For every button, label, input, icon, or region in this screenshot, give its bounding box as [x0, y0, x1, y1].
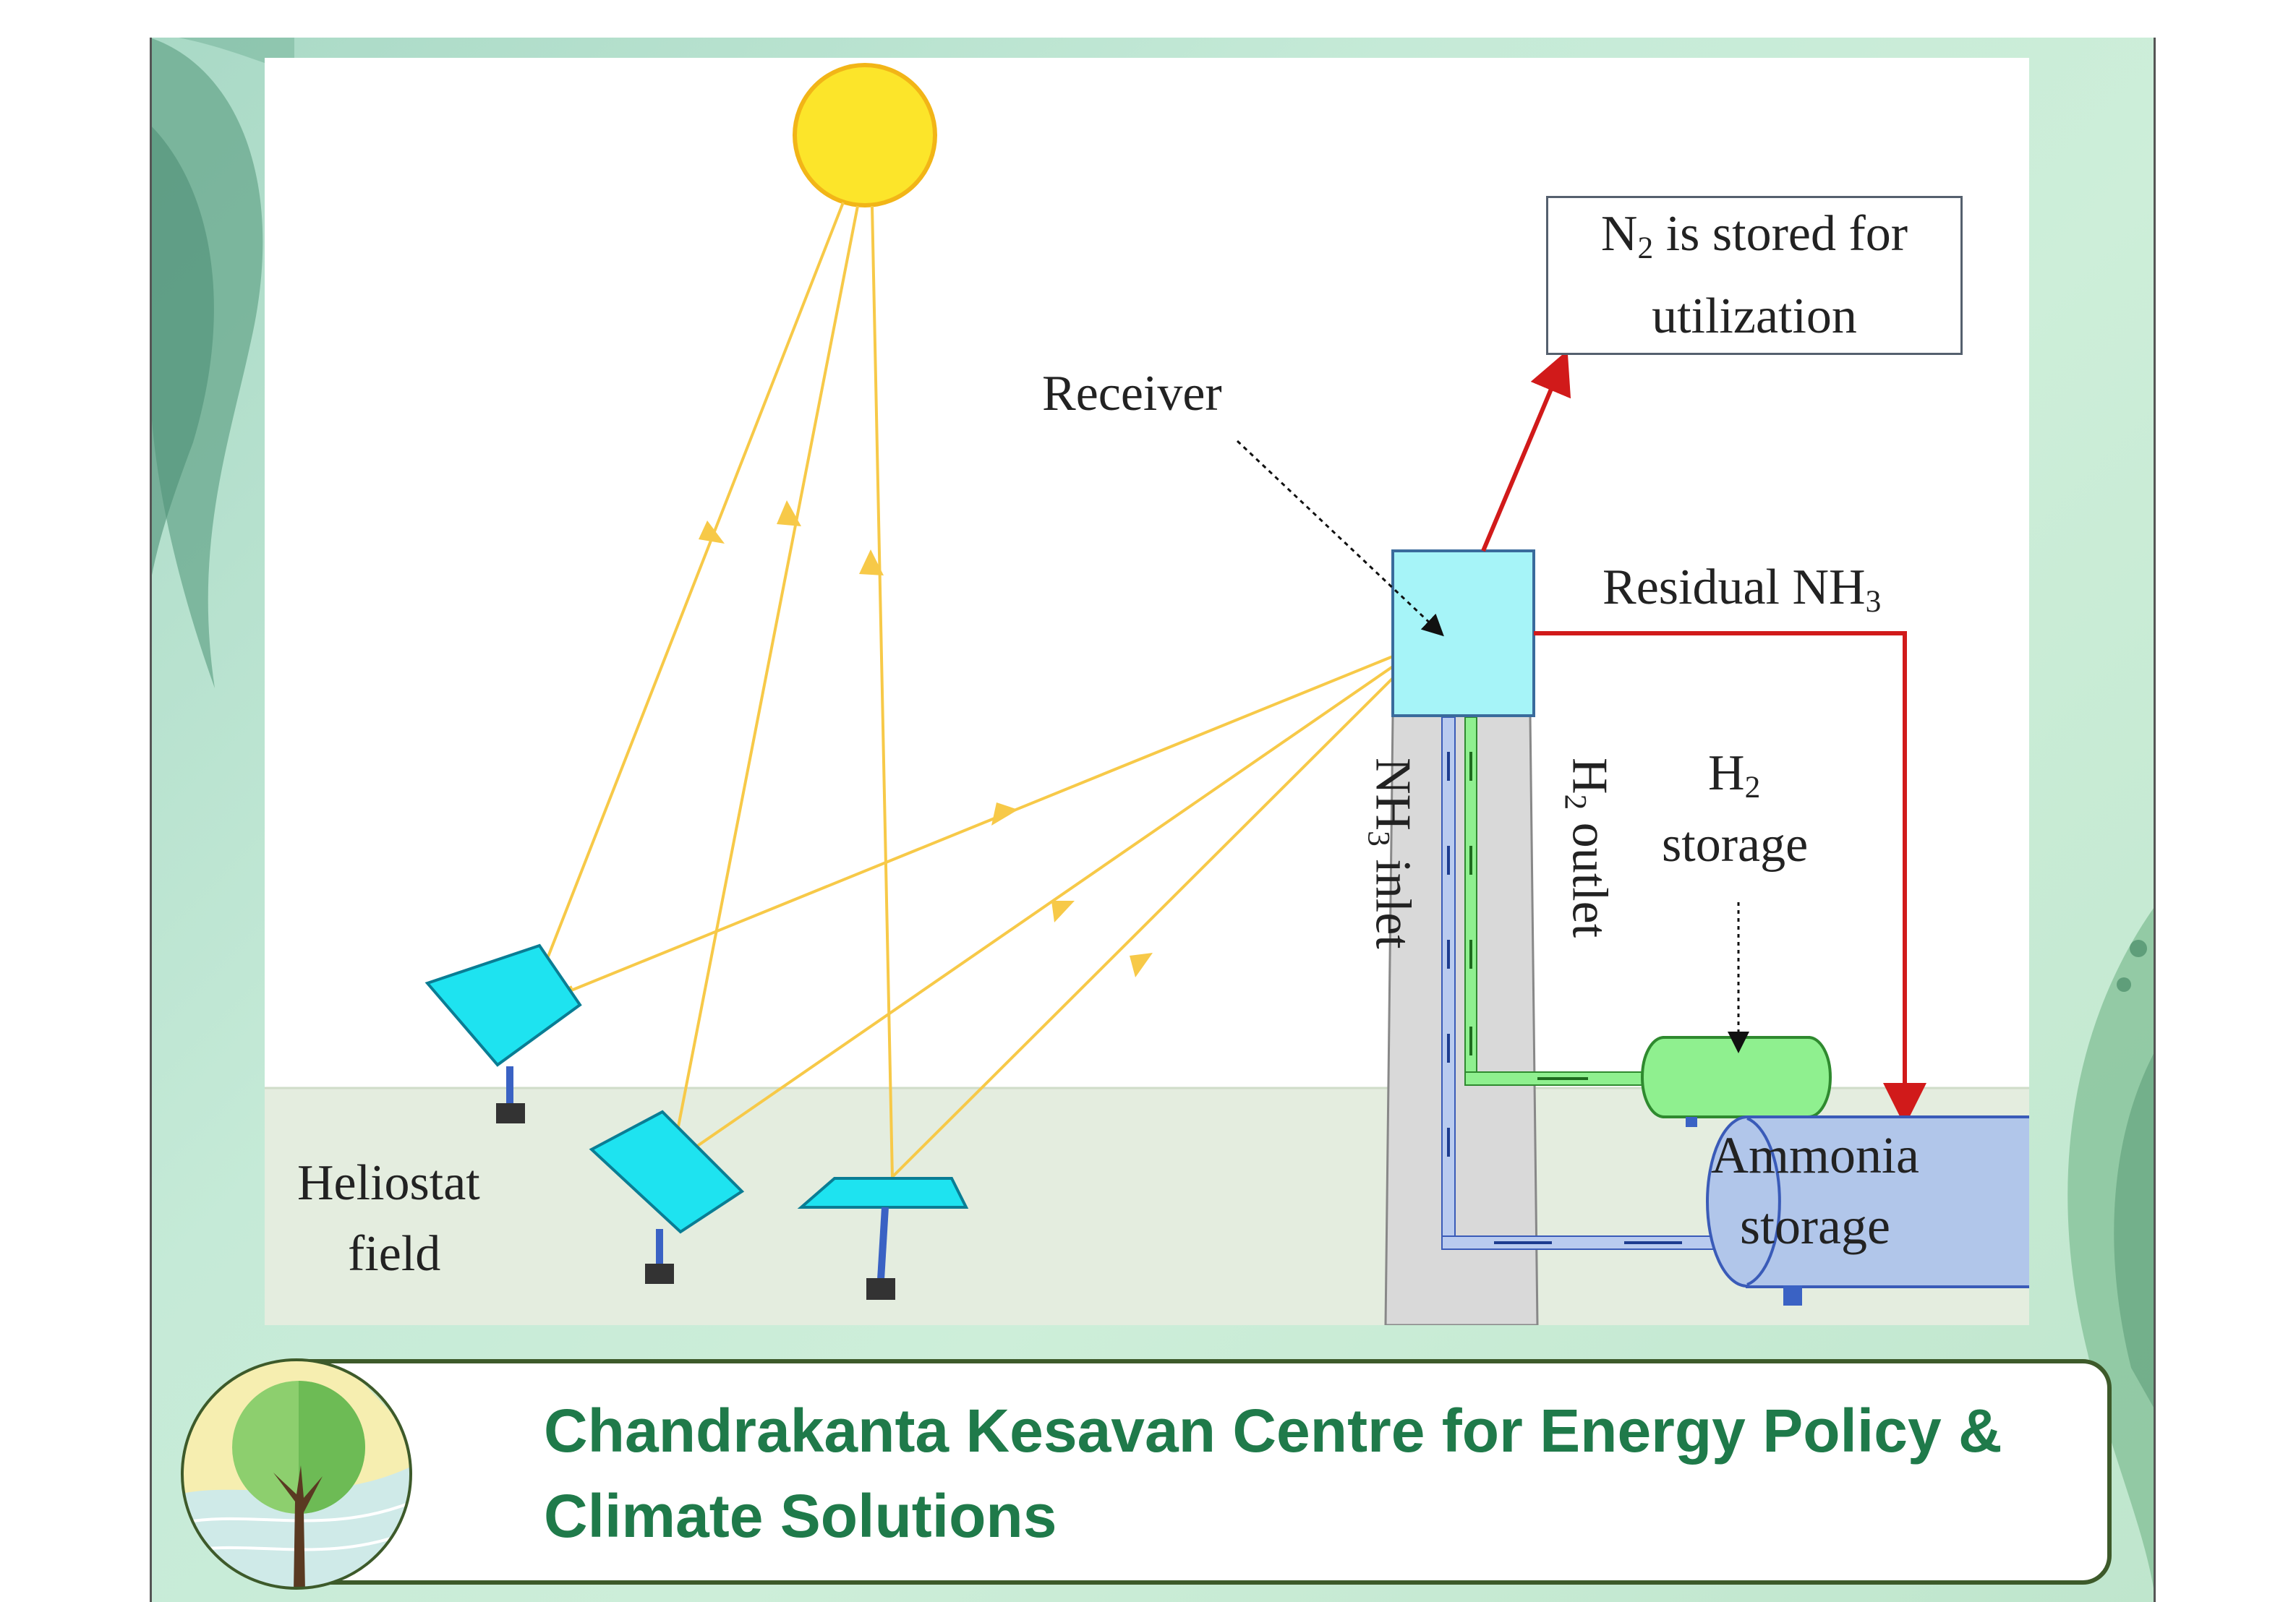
- heliostat-2: [589, 1110, 745, 1284]
- nh3-inlet-label: NH3 inlet: [1361, 758, 1421, 949]
- heliostat-field-label: field: [348, 1226, 441, 1282]
- receiver-pointer-arrow: [1236, 440, 1444, 637]
- n2-storage-line1: N2 is stored for: [1600, 205, 1908, 265]
- residual-nh3-arrow: [1534, 631, 1926, 1126]
- ray-arrowheads: [699, 500, 884, 575]
- heliostat-1: [424, 943, 582, 1123]
- residual-nh3-label: Residual NH3: [1602, 560, 1882, 619]
- organization-title: Chandrakanta Kesavan Centre for Energy P…: [544, 1397, 2002, 1550]
- n2-storage-box: N2 is stored for utilization: [1546, 196, 1963, 355]
- h2-storage-tank: [1641, 1036, 1832, 1127]
- footer-banner: [260, 1359, 2112, 1585]
- receiver-label: Receiver: [1042, 366, 1222, 421]
- h2-outlet-label: H2 outlet: [1558, 758, 1618, 938]
- sun-icon: [793, 63, 937, 207]
- heliostat-3: [797, 1177, 969, 1300]
- leaf-decoration-right-icon: [2067, 905, 2156, 1602]
- tree-icon: [181, 1358, 412, 1590]
- reflected-ray-arrowheads: [991, 802, 1153, 977]
- h2-storage-label: storage: [1662, 817, 1809, 873]
- ammonia-label: Ammonia: [1711, 1126, 1919, 1184]
- ammonia-storage-label: storage: [1740, 1197, 1890, 1255]
- diagram-canvas: [265, 63, 2029, 1325]
- h2-label: H2: [1708, 745, 1761, 805]
- ammonia-storage-tank: [1706, 1115, 2029, 1306]
- heliostat-label: Heliostat: [297, 1155, 480, 1211]
- incident-sun-rays: [524, 202, 894, 1179]
- n2-storage-line2: utilization: [1652, 288, 1857, 345]
- n2-output-arrow: [1481, 350, 1571, 552]
- receiver-box: [1391, 549, 1535, 717]
